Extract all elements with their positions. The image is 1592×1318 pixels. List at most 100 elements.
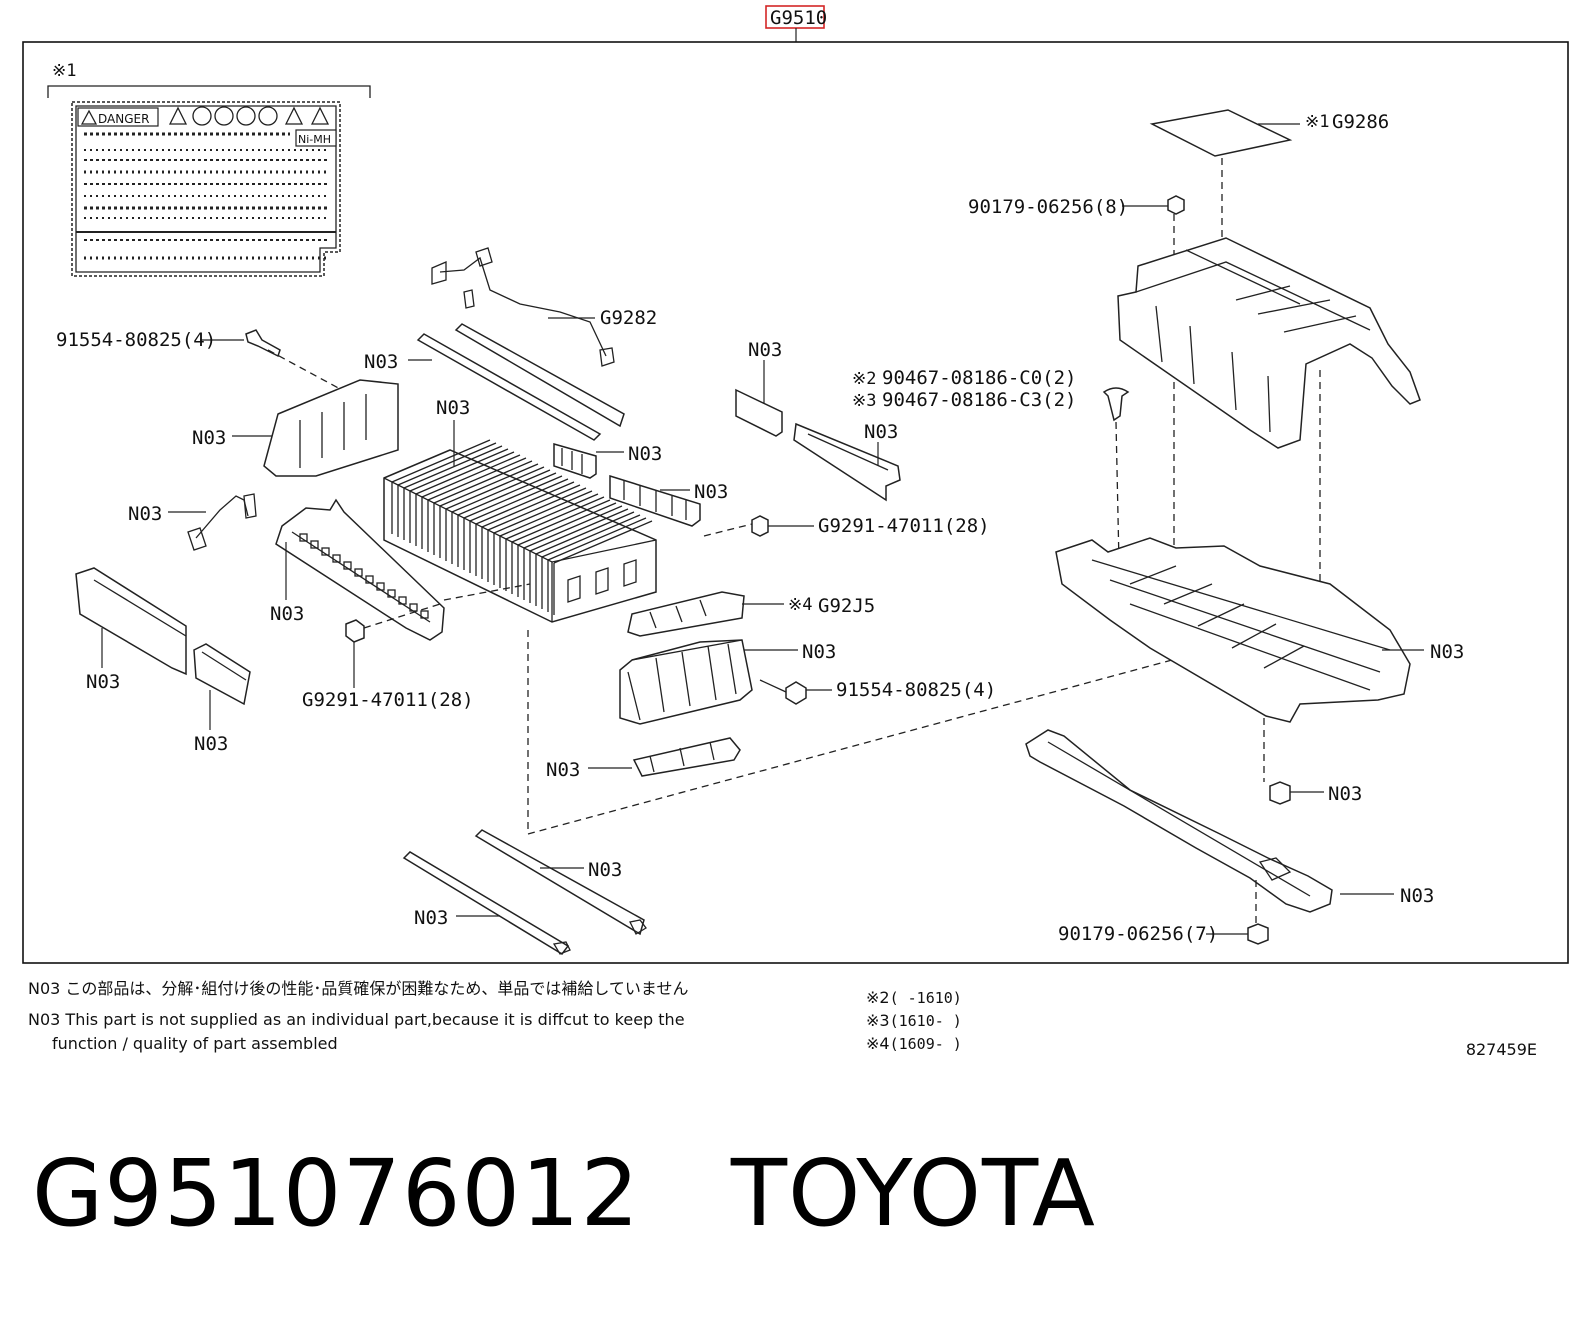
tray-bolt[interactable]: N03 bbox=[1269, 781, 1362, 805]
callout-clips[interactable]: ※2 90467-08186-C0(2) ※3 90467-08186-C3(2… bbox=[852, 367, 1130, 422]
left-terminal-plate[interactable]: N03 bbox=[75, 567, 187, 693]
lower-small-bracket[interactable]: N03 bbox=[546, 737, 741, 781]
bottom-rod-a[interactable]: N03 bbox=[474, 829, 647, 936]
cell-divider bbox=[415, 451, 515, 546]
monitor-bar-tick bbox=[387, 589, 396, 598]
sheet-bracket bbox=[47, 85, 371, 98]
monitor-bar-tick bbox=[354, 568, 363, 577]
clip-n2-text: 90467-08186-C0(2) bbox=[882, 367, 1076, 389]
monitor-bar-tick bbox=[299, 533, 308, 542]
cell-divider bbox=[529, 508, 629, 603]
nut-right[interactable]: G9291-47011(28) bbox=[751, 515, 990, 537]
cell-divider bbox=[541, 514, 641, 609]
n03-label: N03 bbox=[436, 397, 470, 419]
clip-n2-mark: ※2 bbox=[852, 369, 876, 389]
left-end-bracket[interactable]: N03 bbox=[192, 379, 399, 477]
cover-sheet-g9286[interactable] bbox=[1149, 109, 1293, 157]
range-row: ※2( -1610) bbox=[866, 988, 962, 1007]
cell-divider bbox=[535, 511, 635, 606]
range-text: (1609- ) bbox=[889, 1035, 962, 1053]
assembly-note-mark: ※1 bbox=[52, 61, 76, 81]
cell-divider bbox=[517, 502, 617, 597]
note-en-line1: N03 This part is not supplied as an indi… bbox=[28, 1010, 685, 1029]
cell-divider bbox=[391, 439, 491, 534]
range-text: (1610- ) bbox=[889, 1012, 962, 1030]
bottom-rod-b[interactable]: N03 bbox=[402, 851, 571, 955]
callout-g9286-mark: ※1 bbox=[1305, 112, 1329, 132]
lower-battery-tray[interactable]: N03 bbox=[1055, 537, 1464, 723]
chemistry-text: Ni-MH bbox=[298, 133, 331, 146]
symbol-circle-icon bbox=[236, 106, 256, 126]
n03-label: N03 bbox=[194, 733, 228, 755]
upper-battery-case[interactable] bbox=[1117, 237, 1421, 449]
cell-divider bbox=[421, 454, 521, 549]
lower-frame-bracket[interactable]: N03 bbox=[1025, 729, 1434, 913]
n03-label: N03 bbox=[588, 859, 622, 881]
monitor-bar-tick bbox=[332, 554, 341, 563]
cell-divider bbox=[409, 448, 509, 543]
danger-box bbox=[77, 107, 159, 127]
g92j5-mark: ※4 bbox=[788, 595, 812, 615]
cell-divider bbox=[439, 463, 539, 558]
battery-monitor-bar[interactable]: N03 bbox=[270, 498, 445, 641]
part-number: G951076012 bbox=[32, 1140, 641, 1247]
bolt-top[interactable]: 90179-06256(8) bbox=[968, 195, 1185, 218]
cell-divider bbox=[433, 460, 533, 555]
monitor-bar-tick bbox=[310, 540, 319, 549]
battery-module-stack[interactable]: N03 bbox=[383, 397, 657, 623]
n03-label: N03 bbox=[546, 759, 580, 781]
range-row: ※3(1610- ) bbox=[866, 1011, 962, 1030]
note-jp: N03 この部品は、分解･組付け後の性能･品質確保が困難なため、単品では補給して… bbox=[28, 979, 689, 998]
cell-divider bbox=[493, 490, 593, 585]
caution-triangle-icon bbox=[168, 106, 188, 125]
label-sheet[interactable]: ※1 DANGER Ni-MH bbox=[47, 61, 371, 277]
symbol-circle-icon bbox=[214, 106, 234, 126]
cell-divider bbox=[463, 475, 563, 570]
monitor-bar-tick bbox=[398, 596, 407, 605]
range-text: ( -1610) bbox=[889, 989, 962, 1007]
range-mark: ※4 bbox=[866, 1034, 890, 1053]
bolt-mid-text: 91554-80825(4) bbox=[836, 679, 996, 701]
bolt-left[interactable]: 91554-80825(4) bbox=[56, 329, 281, 358]
bolt-bottom[interactable]: 90179-06256(7) bbox=[1058, 923, 1269, 945]
bolt-mid[interactable]: 91554-80825(4) bbox=[759, 679, 996, 705]
n03-label: N03 bbox=[364, 351, 398, 373]
monitor-bar-tick bbox=[321, 547, 330, 556]
upper-bracket-b[interactable]: N03 bbox=[793, 421, 901, 502]
symbol-circle-icon bbox=[192, 106, 212, 126]
n03-label: N03 bbox=[864, 421, 898, 443]
bus-bar-module-b[interactable]: N03 bbox=[609, 474, 728, 527]
n03-label: N03 bbox=[414, 907, 448, 929]
left-terminal-cover[interactable]: N03 bbox=[193, 643, 251, 755]
monitor-bar-tick bbox=[365, 575, 374, 584]
bus-bar-module-a[interactable]: N03 bbox=[553, 443, 662, 479]
cell-divider bbox=[397, 442, 497, 537]
n03-label: N03 bbox=[628, 443, 662, 465]
chemistry-box bbox=[295, 129, 337, 147]
wire-harness-g9282[interactable]: G9282 bbox=[431, 247, 657, 367]
brand-name: TOYOTA bbox=[730, 1140, 1096, 1247]
cell-divider bbox=[523, 505, 623, 600]
callout-g9286[interactable]: ※1 G9286 bbox=[1258, 111, 1389, 133]
upper-tie-rods[interactable]: N03 bbox=[364, 323, 625, 441]
spacer-g92j5[interactable]: ※4 G92J5 bbox=[627, 591, 875, 637]
cell-divider bbox=[553, 520, 653, 615]
cell-divider bbox=[481, 484, 581, 579]
cell-divider bbox=[499, 493, 599, 588]
n03-label: N03 bbox=[1328, 783, 1362, 805]
clip-n3-text: 90467-08186-C3(2) bbox=[882, 389, 1076, 411]
monitor-bar-ticks bbox=[299, 533, 429, 619]
upper-bracket-a[interactable]: N03 bbox=[735, 339, 783, 437]
cell-divider bbox=[457, 472, 557, 567]
n03-label: N03 bbox=[192, 427, 226, 449]
caution-triangle-icon bbox=[310, 106, 330, 125]
nut-left[interactable]: G9291-47011(28) bbox=[302, 603, 474, 711]
junction-block[interactable]: N03 bbox=[619, 639, 836, 725]
wire-sensor-harness[interactable]: N03 bbox=[128, 493, 257, 551]
cell-divider bbox=[469, 478, 569, 573]
cell-divider bbox=[547, 517, 647, 612]
monitor-bar-tick bbox=[409, 603, 418, 612]
header-code[interactable]: G9510 bbox=[765, 5, 827, 29]
bolt-left-text: 91554-80825(4) bbox=[56, 329, 216, 351]
